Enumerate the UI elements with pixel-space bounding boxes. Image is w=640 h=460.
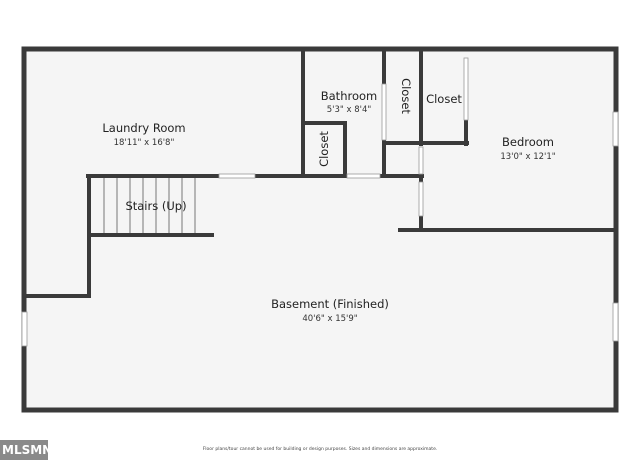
disclaimer-text: Floor plans/tour cannot be used for buil… xyxy=(202,447,438,452)
closet-vertical-label: Closet xyxy=(399,78,413,114)
closet-top-right-label: Closet xyxy=(426,92,462,106)
stairs-label: Stairs (Up) xyxy=(125,199,186,213)
bathroom-dim: 5'3" x 8'4" xyxy=(327,105,372,115)
laundry-room-name: Laundry Room xyxy=(102,121,185,135)
windows xyxy=(21,57,619,347)
laundry-room-dim: 18'11" x 16'8" xyxy=(114,138,175,148)
bathroom-name: Bathroom xyxy=(321,89,377,103)
bedroom-dim: 13'0" x 12'1" xyxy=(500,152,555,162)
bedroom-name: Bedroom xyxy=(502,135,554,149)
stair-treads xyxy=(103,178,196,233)
mls-watermark: MLSMN xyxy=(0,440,52,460)
closet-small-label: Closet xyxy=(317,131,331,167)
basement-name: Basement (Finished) xyxy=(271,297,389,311)
basement-dim: 40'6" x 15'9" xyxy=(302,314,357,324)
